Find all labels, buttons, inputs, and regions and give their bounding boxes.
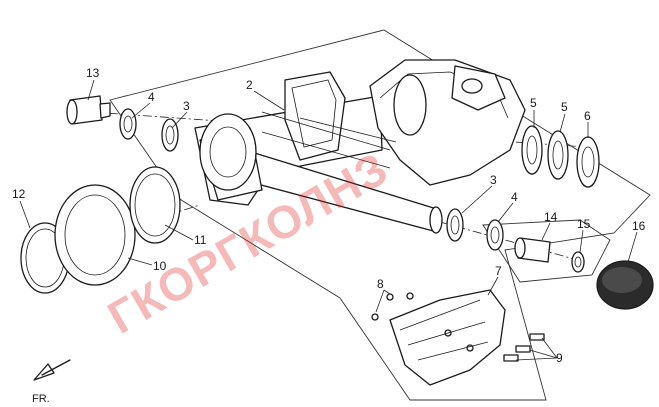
bearing-5-left	[521, 125, 543, 175]
callout-5-left: 5	[530, 96, 537, 110]
callout-2: 2	[246, 78, 253, 92]
callout-leaders	[19, 79, 638, 361]
bearing-3-upper	[161, 118, 179, 152]
bearing-3-lower	[446, 208, 464, 242]
callout-15: 15	[577, 217, 591, 231]
callout-10: 10	[153, 259, 167, 273]
callout-7: 7	[495, 264, 502, 278]
callout-6: 6	[584, 109, 591, 123]
bolts-9	[503, 333, 545, 362]
callout-13: 13	[86, 66, 100, 80]
seal-4-upper	[119, 108, 137, 140]
swingarm-body	[194, 59, 526, 234]
callout-3-lower: 3	[490, 173, 497, 187]
front-direction-indicator: FR.	[32, 359, 71, 405]
chain-guard-boot-10	[54, 184, 136, 286]
callout-9: 9	[556, 351, 563, 365]
callout-12: 12	[12, 187, 26, 201]
seal-group-frame	[482, 219, 611, 283]
chain-slider-7	[389, 289, 506, 386]
callout-3-upper: 3	[183, 99, 190, 113]
callout-4-lower: 4	[511, 190, 518, 204]
rear-axis-line	[439, 221, 586, 263]
seal-4-lower	[486, 219, 504, 251]
callout-16: 16	[632, 219, 646, 233]
callout-5-right: 5	[561, 100, 568, 114]
bolts-8	[371, 292, 414, 321]
callout-4-upper: 4	[148, 90, 155, 104]
direction-label: FR.	[32, 393, 50, 405]
callout-14: 14	[544, 210, 558, 224]
pivot-bolt-13	[66, 95, 111, 125]
bearing-5-right	[547, 130, 569, 180]
callout-11: 11	[194, 233, 207, 247]
chain-guard-clamp-11	[129, 166, 181, 244]
cap-16	[596, 260, 654, 310]
oil-seal-6	[576, 136, 600, 188]
collar-14	[514, 237, 551, 263]
callout-8: 8	[377, 277, 384, 291]
nut-15	[571, 251, 585, 273]
